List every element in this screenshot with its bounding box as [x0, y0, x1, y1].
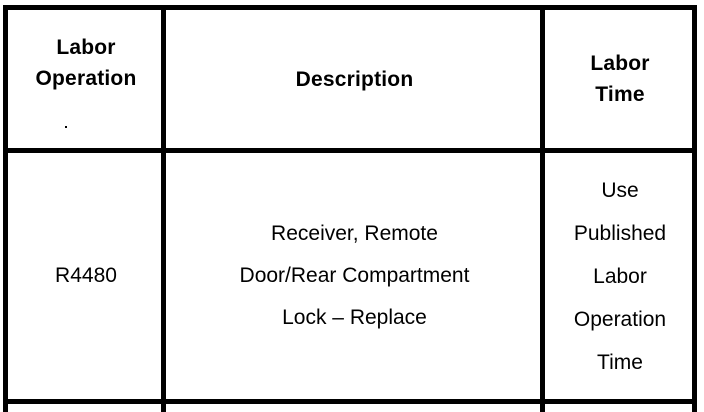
labor-operation-table: Labor Operation Description Labor Time R…: [3, 5, 697, 404]
table-cell-labor-time-line-2: Published: [573, 221, 667, 245]
table-cell-labor-time: Use Published Labor Operation Time: [548, 153, 692, 399]
table-cell-labor-time-line-3: Labor: [593, 264, 647, 288]
table-cell-labor-time-line-4: Operation: [573, 307, 667, 331]
table-header-labor-operation: Labor Operation: [11, 15, 161, 148]
table-cell-description-line-3: Lock – Replace: [282, 306, 427, 329]
table-border-left: [3, 5, 8, 404]
table-cell-labor-time-line-5: Time: [597, 350, 643, 374]
table-header-labor-operation-line-2: Operation: [35, 67, 137, 90]
table-cell-labor-operation: R4480: [11, 153, 161, 399]
table-header-labor-time-line-1: Labor: [590, 51, 650, 75]
table-border-left-continuation: [3, 404, 8, 412]
table-cell-labor-operation-line-1: R4480: [55, 264, 117, 287]
table-column-divider-1: [161, 5, 166, 404]
table-column-divider-2-continuation: [540, 404, 545, 412]
table-column-divider-2: [540, 5, 545, 404]
table-border-right: [692, 5, 697, 404]
table-cell-description-line-1: Receiver, Remote: [271, 222, 438, 245]
table-header-description: Description: [169, 15, 540, 148]
table-header-labor-time-line-2: Time: [595, 82, 645, 106]
scan-artifact-dot: [65, 126, 67, 128]
table-header-separator: [3, 148, 697, 153]
table-cell-description: Receiver, Remote Door/Rear Compartment L…: [169, 153, 540, 399]
table-header-description-line-1: Description: [295, 68, 414, 91]
table-cell-description-line-2: Door/Rear Compartment: [239, 264, 470, 287]
table-border-top: [3, 5, 697, 10]
table-header-labor-operation-line-1: Labor: [56, 36, 116, 59]
table-cell-labor-time-line-1: Use: [601, 178, 639, 202]
table-border-bottom: [3, 399, 697, 404]
table-border-right-continuation: [692, 404, 697, 412]
table-column-divider-1-continuation: [161, 404, 166, 412]
table-header-labor-time: Labor Time: [548, 15, 692, 148]
